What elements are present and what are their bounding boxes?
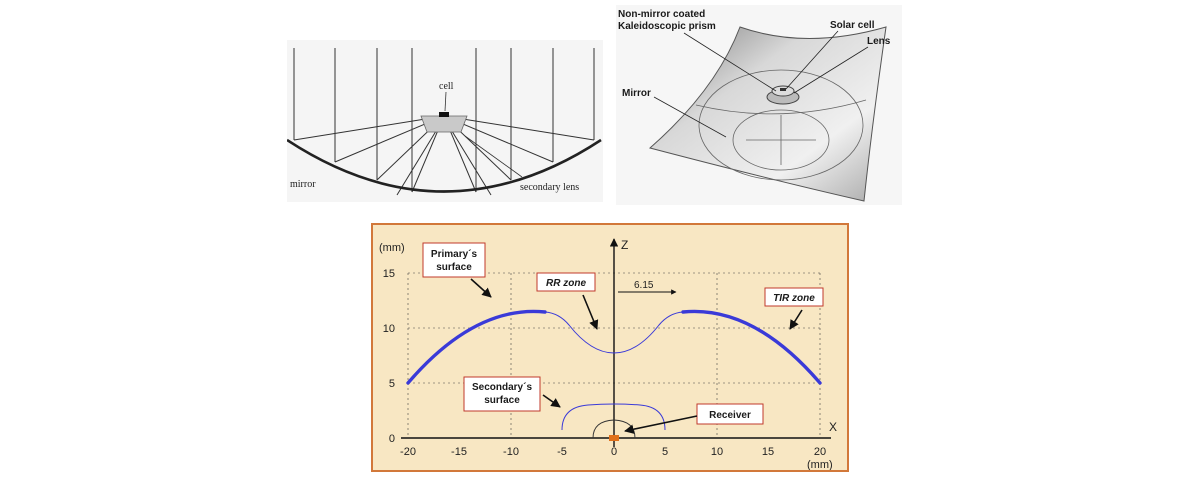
lens-leader	[464, 135, 523, 178]
prism-lens-assembly	[766, 85, 800, 105]
mirror-grid	[695, 69, 867, 181]
secondary-callout-line2: surface	[484, 395, 520, 406]
secondary-lens-shape	[420, 115, 468, 133]
mirror-3d-drawing: Non-mirror coated Kaleidoscopic prism So…	[618, 9, 891, 202]
rr-zone-arrow	[582, 294, 599, 330]
cell-label: cell	[439, 81, 454, 92]
lens-label: Lens	[867, 36, 891, 47]
callout-leaders	[653, 30, 869, 138]
primary-surface-callout: Primary´s surface	[422, 242, 486, 278]
x-axis-label: X	[829, 420, 837, 434]
x-tick-10: 10	[711, 446, 723, 458]
receiver-arrow	[624, 415, 698, 434]
x-tick-m10: -10	[503, 446, 519, 458]
prism-label-line2: Kaleidoscopic prism	[618, 21, 716, 32]
y-tick-0: 0	[389, 433, 395, 445]
prism-label-line1: Non-mirror coated	[618, 9, 705, 20]
y-tick-10: 10	[383, 323, 395, 335]
mirror-label: mirror	[290, 179, 316, 190]
optical-profile-diagram: 15 10 5 0 -20 -15 -10 -5 0 5 10 15 20 (m…	[371, 223, 849, 472]
incoming-rays	[293, 48, 595, 192]
mirror-lens-sketch: cell mirror secondary lens	[286, 40, 603, 202]
secondary-surface-curve	[561, 403, 666, 431]
primary-callout-line2: surface	[436, 262, 472, 273]
dimension-value: 6.15	[634, 280, 654, 291]
rr-zone-label: RR zone	[546, 278, 586, 289]
mirror-lens-drawing: cell mirror secondary lens	[286, 48, 602, 196]
x-tick-m20: -20	[400, 446, 416, 458]
z-axis-label: Z	[621, 238, 628, 252]
primary-callout-line1: Primary´s	[431, 249, 478, 260]
primary-callout-arrow	[470, 278, 492, 298]
primary-surface-curve	[406, 309, 822, 385]
x-tick-0: 0	[611, 446, 617, 458]
y-tick-15: 15	[383, 268, 395, 280]
cell-leader	[444, 91, 447, 112]
tir-zone-label: TIR zone	[773, 293, 815, 304]
secondary-surface-callout: Secondary´s surface	[463, 376, 541, 412]
tir-zone-arrow	[789, 309, 803, 330]
x-tick-15: 15	[762, 446, 774, 458]
secondary-callout-arrow	[542, 394, 561, 408]
x-tick-m15: -15	[451, 446, 467, 458]
profile-plot: 15 10 5 0 -20 -15 -10 -5 0 5 10 15 20 (m…	[379, 238, 837, 471]
x-tick-20: 20	[814, 446, 826, 458]
x-tick-5: 5	[662, 446, 668, 458]
receiver-label: Receiver	[709, 410, 751, 421]
y-tick-5: 5	[389, 378, 395, 390]
solar-cell-label: Solar cell	[830, 20, 875, 31]
secondary-callout-line1: Secondary´s	[472, 382, 532, 393]
secondary-lens-label: secondary lens	[520, 182, 579, 193]
rr-zone-callout: RR zone	[536, 272, 596, 292]
receiver-callout: Receiver	[696, 403, 764, 425]
cell-marker	[439, 112, 449, 117]
kaleidoscopic-mirror-render: Non-mirror coated Kaleidoscopic prism So…	[616, 5, 902, 205]
x-tick-m5: -5	[557, 446, 567, 458]
tir-zone-callout: TIR zone	[764, 287, 824, 307]
mirror-label: Mirror	[622, 88, 651, 99]
y-unit-label: (mm)	[379, 242, 405, 254]
mirror-curve	[286, 138, 602, 193]
receiver-marker	[609, 435, 619, 441]
x-unit-label: (mm)	[807, 459, 833, 470]
